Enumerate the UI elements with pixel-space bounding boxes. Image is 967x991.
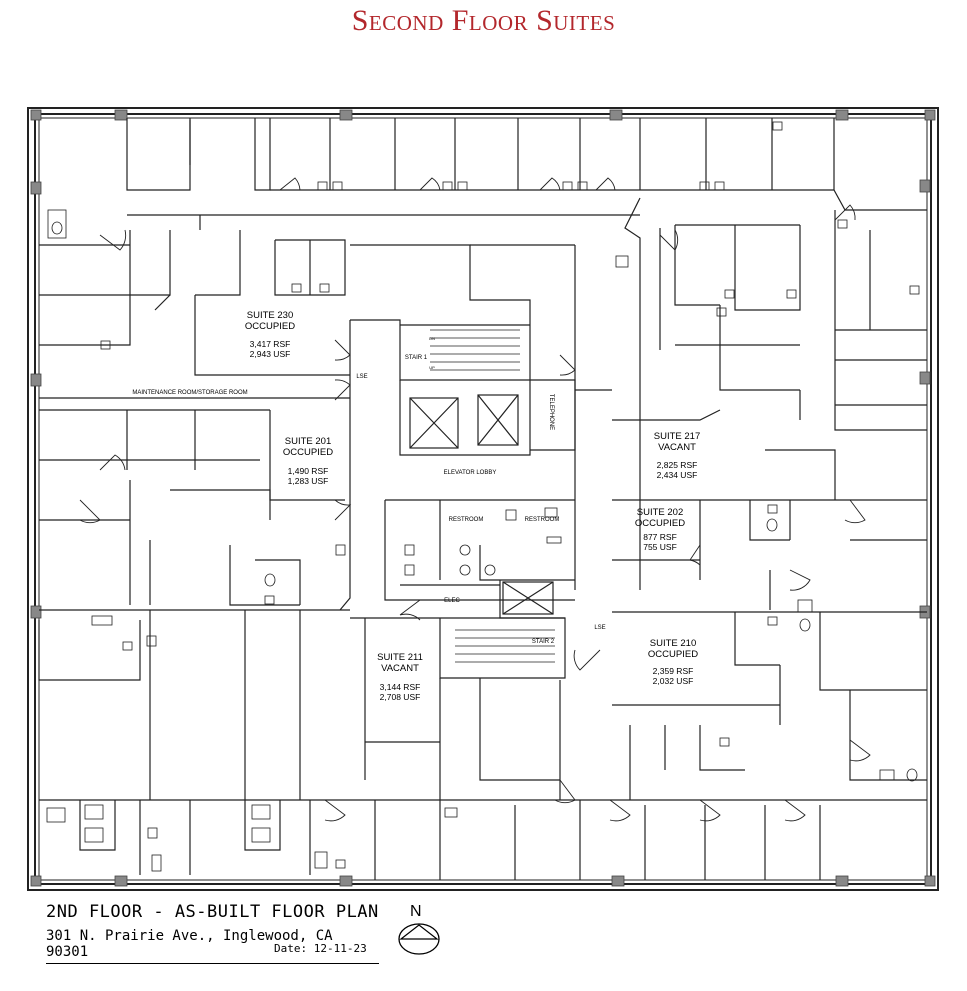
stair-2-label: STAIR 2 xyxy=(532,639,555,645)
restroom-left-label: RESTROOM xyxy=(449,517,484,523)
suite-210-usf: 2,032 USF xyxy=(653,676,694,686)
suite-202-rsf: 877 RSF xyxy=(643,532,677,542)
suite-201-usf: 1,283 USF xyxy=(288,476,329,486)
suite-230-usf: 2,943 USF xyxy=(250,349,291,359)
north-arrow-icon xyxy=(398,923,440,955)
suite-210-name: SUITE 210 xyxy=(650,638,696,649)
suite-217-label: SUITE 217 VACANT 2,825 RSF 2,434 USF xyxy=(654,431,700,480)
plan-address: 301 N. Prairie Ave., Inglewood, CA 90301 xyxy=(46,928,379,964)
suite-211-status: VACANT xyxy=(381,663,419,674)
suite-230-name: SUITE 230 xyxy=(247,310,293,321)
suite-201-rsf: 1,490 RSF xyxy=(288,466,329,476)
suite-210-rsf: 2,359 RSF xyxy=(653,666,694,676)
north-label: N xyxy=(410,903,422,920)
page-title: Second Floor Suites xyxy=(351,4,616,37)
restroom-right-label: RESTROOM xyxy=(525,517,560,523)
suite-210-label: SUITE 210 OCCUPIED 2,359 RSF 2,032 USF xyxy=(648,638,698,686)
suite-210-status: OCCUPIED xyxy=(648,649,698,660)
lse-bottom-label: LSE xyxy=(594,625,605,631)
fixtures xyxy=(46,121,920,872)
room-labels: SUITE 230 OCCUPIED 3,417 RSF 2,943 USF S… xyxy=(132,310,700,702)
plan-date: Date: 12-11-23 xyxy=(274,942,367,955)
exterior-walls xyxy=(27,107,939,891)
suite-201-label: SUITE 201 OCCUPIED 1,490 RSF 1,283 USF xyxy=(283,436,333,486)
lse-top-label: LSE xyxy=(356,374,367,380)
elec-room-label: ELEC xyxy=(444,598,460,604)
suite-211-name: SUITE 211 xyxy=(377,652,423,663)
door-swings xyxy=(79,177,871,822)
elevator-lobby-label: ELEVATOR LOBBY xyxy=(444,470,497,476)
suite-202-label: SUITE 202 OCCUPIED 877 RSF 755 USF xyxy=(635,507,685,552)
suite-217-status: VACANT xyxy=(658,442,696,453)
floor-plan: SUITE 230 OCCUPIED 3,417 RSF 2,943 USF S… xyxy=(27,107,939,891)
suite-211-rsf: 3,144 RSF xyxy=(380,682,421,692)
suite-202-name: SUITE 202 xyxy=(637,507,683,518)
suite-211-usf: 2,708 USF xyxy=(380,692,421,702)
suite-201-name: SUITE 201 xyxy=(285,436,331,447)
suite-217-name: SUITE 217 xyxy=(654,431,700,442)
suite-230-rsf: 3,417 RSF xyxy=(250,339,291,349)
maintenance-room-label: MAINTENANCE ROOM/STORAGE ROOM xyxy=(132,390,247,396)
stair-dn-label: DN xyxy=(429,336,435,341)
stair-up-label: UP xyxy=(429,365,435,370)
suite-230-status: OCCUPIED xyxy=(245,321,295,332)
suite-202-usf: 755 USF xyxy=(643,542,677,552)
suite-211-label: SUITE 211 VACANT 3,144 RSF 2,708 USF xyxy=(377,652,423,702)
suite-217-usf: 2,434 USF xyxy=(657,470,698,480)
suite-202-status: OCCUPIED xyxy=(635,518,685,529)
title-block: 2ND FLOOR - AS-BUILT FLOOR PLAN 301 N. P… xyxy=(46,902,386,964)
suite-201-status: OCCUPIED xyxy=(283,447,333,458)
north-arrow: N xyxy=(397,903,441,959)
suite-217-rsf: 2,825 RSF xyxy=(657,460,698,470)
telephone-room-label: TELEPHONE xyxy=(548,394,554,430)
interior-walls xyxy=(38,118,927,880)
plan-title: 2ND FLOOR - AS-BUILT FLOOR PLAN xyxy=(46,902,379,922)
suite-230-label: SUITE 230 OCCUPIED 3,417 RSF 2,943 USF xyxy=(245,310,295,359)
stair-1-label: STAIR 1 xyxy=(405,355,428,361)
